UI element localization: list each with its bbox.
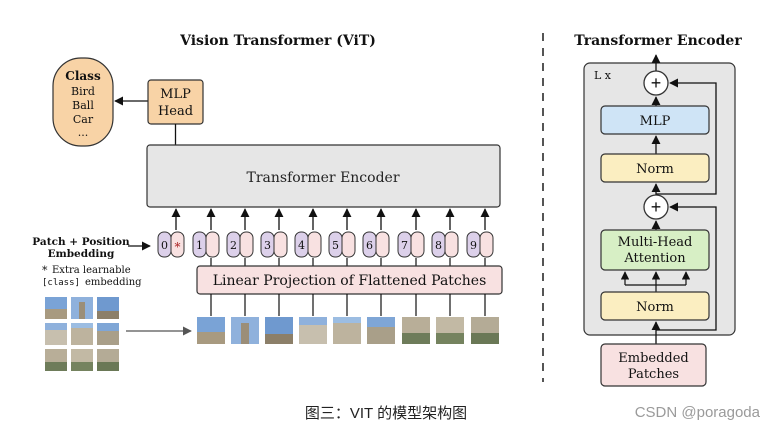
- linear-projection-box: Linear Projection of Flattened Patches: [196, 265, 503, 295]
- residual-add-symbol: +: [651, 197, 662, 217]
- encoder-detail-title: Transformer Encoder: [574, 33, 742, 49]
- patch-to-projection-lines: [210, 294, 486, 316]
- embedded-patches-box: [600, 343, 707, 387]
- token-position-label: 5: [332, 239, 339, 252]
- patch-token-3: 3: [260, 231, 288, 258]
- class-item: Bird: [71, 85, 95, 98]
- embedding-label: Patch + Position: [32, 236, 130, 248]
- token-position-label: 3: [264, 239, 271, 252]
- transformer-encoder-box: Transformer Encoder: [146, 144, 501, 208]
- class-note-line: Extra learnable: [52, 265, 131, 276]
- class-note-marker: *: [42, 264, 48, 277]
- embedded-patches-label: Embedded: [618, 351, 689, 366]
- class-item: Car: [73, 113, 94, 126]
- token-position-label: 4: [298, 239, 305, 252]
- patch-token-7: 7: [397, 231, 425, 258]
- token-position-label: 8: [435, 239, 442, 252]
- class-output-box: Class Bird Ball Car ...: [52, 57, 114, 147]
- projection-to-token-lines: [210, 258, 486, 266]
- layer-repeat-label: L x: [594, 69, 612, 82]
- encoder-norm-top-label: Norm: [636, 162, 674, 177]
- patch-token-8: 8: [431, 231, 459, 258]
- token-position-label: 7: [401, 239, 408, 252]
- embedding-label: Embedding: [48, 248, 115, 260]
- multi-head-attention-label: Multi-Head: [618, 235, 693, 250]
- mlp-head-box: MLP Head: [147, 79, 204, 125]
- residual-add-top: [643, 70, 669, 96]
- patch-token-1: 1: [192, 231, 220, 258]
- encoder-norm-bottom-box: [600, 291, 710, 321]
- residual-skip-bottom: [656, 202, 717, 331]
- patch-token-4: 4: [294, 231, 322, 258]
- encoder-norm-bottom-label: Norm: [636, 300, 674, 315]
- figure-caption: 图三：VIT 的模型架构图: [305, 405, 467, 422]
- class-token: 0 *: [157, 231, 185, 258]
- token-position-label: 1: [196, 239, 203, 252]
- token-position-label: 0: [161, 239, 168, 252]
- vit-title: Vision Transformer (ViT): [179, 33, 376, 49]
- class-item: Ball: [72, 99, 94, 112]
- class-item: ...: [78, 126, 89, 139]
- token-position-label: 6: [366, 239, 373, 252]
- encoder-mlp-label: MLP: [640, 114, 671, 129]
- qkv-arrows: [620, 271, 691, 292]
- multi-head-attention-box: [600, 229, 710, 271]
- residual-add-symbol: +: [651, 73, 662, 93]
- class-title: Class: [65, 69, 101, 83]
- transformer-encoder-label: Transformer Encoder: [246, 170, 399, 186]
- patch-token-9: 9: [466, 231, 494, 258]
- mlp-head-label: MLP: [160, 87, 191, 102]
- patch-token-2: 2: [226, 231, 254, 258]
- patch-token-6: 6: [362, 231, 390, 258]
- watermark: CSDN @poragoda: [635, 404, 761, 421]
- token-position-label: 2: [230, 239, 237, 252]
- token-position-label: 9: [470, 239, 477, 252]
- input-image-grid: [45, 297, 119, 371]
- token-arrows: [171, 208, 490, 230]
- patch-token-5: 5: [328, 231, 356, 258]
- linear-projection-label: Linear Projection of Flattened Patches: [213, 273, 487, 289]
- mlp-head-label: Head: [158, 104, 193, 119]
- class-note-line: embedding: [85, 277, 142, 288]
- class-note-code: [class]: [42, 278, 80, 288]
- residual-skip-top: [656, 78, 717, 195]
- embedded-patches-label: Patches: [628, 367, 679, 382]
- residual-add-middle: [643, 194, 669, 220]
- encoder-norm-top-box: [600, 153, 710, 183]
- encoder-mlp-box: [600, 105, 710, 135]
- flattened-patches-row: [197, 317, 499, 344]
- image-patch-thumbnail: [71, 323, 93, 345]
- class-token-marker: *: [175, 240, 181, 254]
- multi-head-attention-label: Attention: [623, 251, 686, 266]
